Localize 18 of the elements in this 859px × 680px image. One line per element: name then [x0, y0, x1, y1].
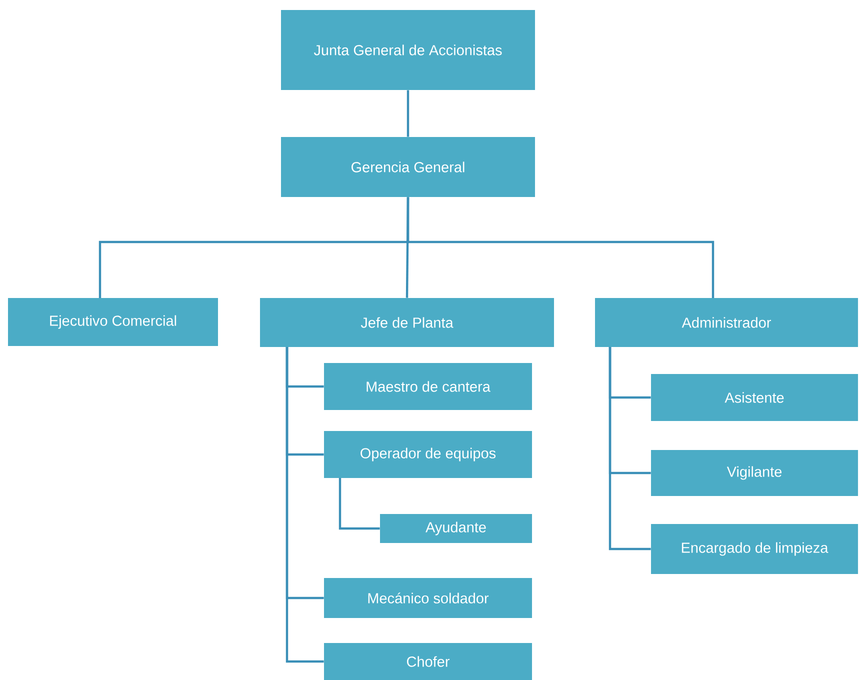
connector-line	[286, 347, 324, 663]
connector-line	[338, 478, 380, 530]
org-box: Encargado de limpieza	[651, 524, 858, 574]
connector-line	[608, 347, 651, 550]
org-box: Vigilante	[651, 450, 858, 496]
org-box: Asistente	[651, 374, 858, 421]
org-box: Administrador	[595, 298, 858, 347]
connector-line	[406, 90, 410, 137]
connector-line	[406, 197, 714, 298]
org-box: Gerencia General	[281, 137, 535, 197]
org-box: Chofer	[324, 643, 532, 680]
org-box: Junta General de Accionistas	[281, 10, 535, 90]
org-box: Ayudante	[380, 514, 532, 543]
org-box: Ejecutivo Comercial	[8, 298, 218, 346]
org-box: Maestro de cantera	[324, 363, 532, 410]
org-box: Jefe de Planta	[260, 298, 554, 347]
org-box: Mecánico soldador	[324, 578, 532, 618]
org-box: Operador de equipos	[324, 431, 532, 478]
